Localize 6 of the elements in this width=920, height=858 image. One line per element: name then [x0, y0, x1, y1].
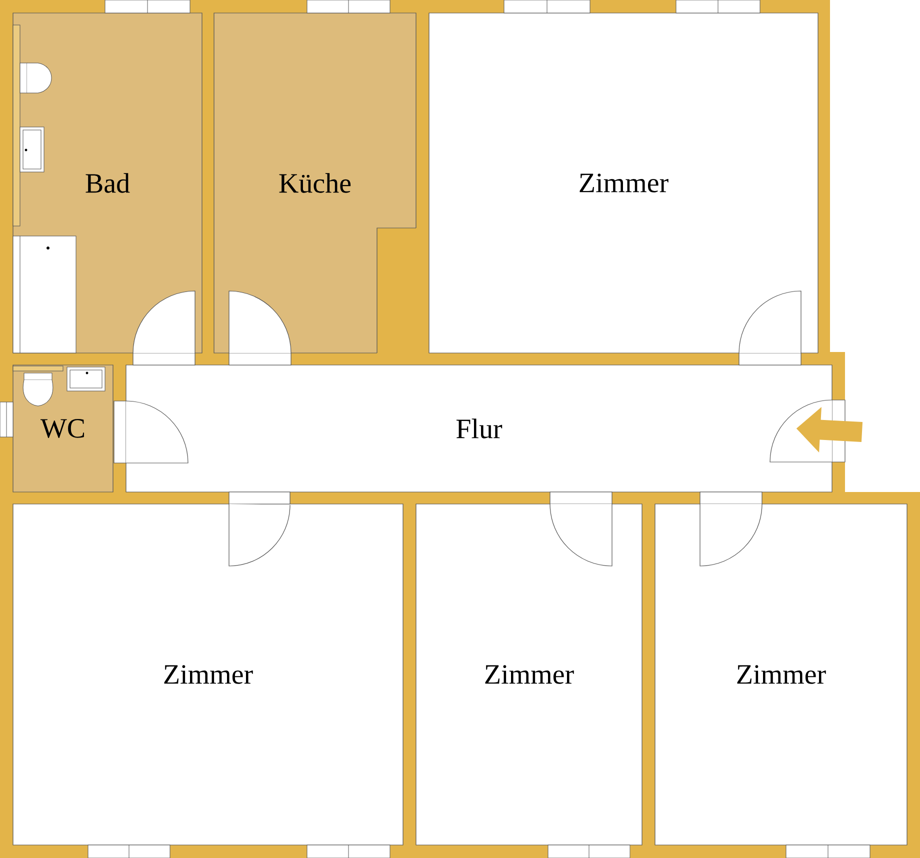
room: Zimmer — [654, 504, 908, 846]
room: Flur — [126, 364, 832, 492]
room: Küche — [214, 12, 416, 354]
room: Zimmer — [12, 504, 404, 846]
room: Zimmer — [416, 504, 642, 846]
room: Zimmer — [428, 12, 818, 354]
